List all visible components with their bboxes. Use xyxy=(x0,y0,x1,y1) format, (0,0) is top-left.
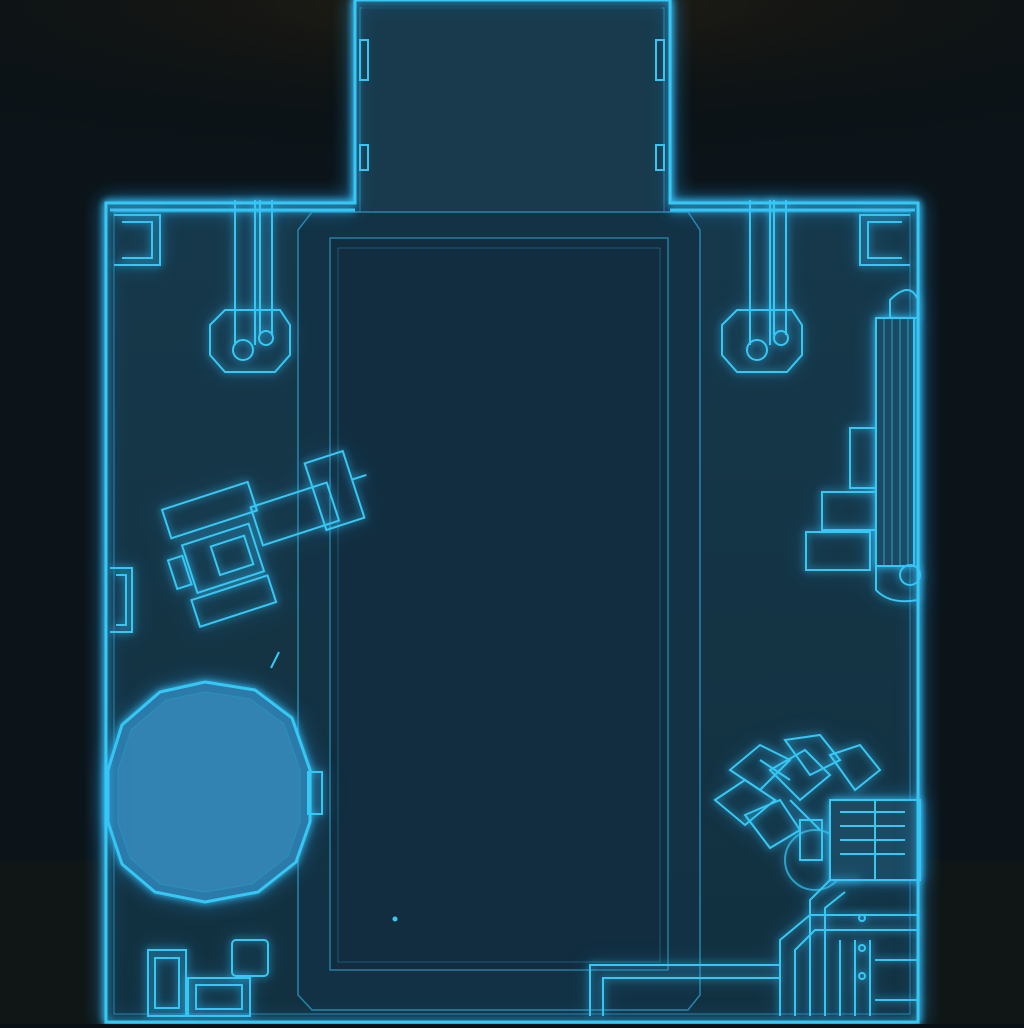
crate-icon xyxy=(147,939,269,1017)
room-outline xyxy=(104,0,920,1024)
entrance-corridor xyxy=(359,2,665,210)
center-floor-panel xyxy=(297,211,701,1011)
pipe-icon xyxy=(110,200,355,373)
corner-bracket-tl xyxy=(114,214,161,266)
floor-mark xyxy=(270,651,280,669)
console-icon xyxy=(160,449,367,629)
machinery-icon xyxy=(713,733,921,891)
circular-pool-icon xyxy=(106,680,323,904)
floor-dot xyxy=(392,916,398,922)
wall-terminal-icon xyxy=(110,567,133,633)
corner-bracket-tr xyxy=(859,214,910,266)
machinery-icon xyxy=(805,289,921,603)
pipe-icon xyxy=(589,879,918,1016)
pipe-icon xyxy=(670,200,915,373)
